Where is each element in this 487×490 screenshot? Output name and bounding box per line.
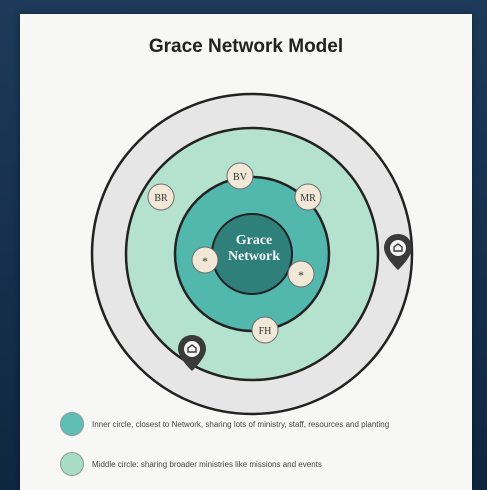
diagram-title: Grace Network Model xyxy=(148,36,344,57)
legend-text-inner: Inner circle, closest to Network, sharin… xyxy=(92,419,390,429)
node-star-right: * xyxy=(287,260,315,288)
node-mr-label: MR xyxy=(300,193,316,204)
center-label-line1: Grace xyxy=(236,233,273,248)
home-pin-icon xyxy=(178,335,206,371)
legend-swatch-inner xyxy=(60,412,84,436)
node-fh: FH xyxy=(251,316,279,344)
node-mr: MR xyxy=(294,183,322,211)
legend-item-inner: Inner circle, closest to Network, sharin… xyxy=(60,412,389,436)
diagram-card: Grace Network Model Grace Network BR BV … xyxy=(20,14,472,490)
node-fh-label: FH xyxy=(259,326,272,337)
legend-item-middle: Middle circle: sharing broader ministrie… xyxy=(60,452,322,476)
node-star-left: * xyxy=(191,246,219,274)
node-star-right-label: * xyxy=(298,268,304,282)
node-br-label: BR xyxy=(154,193,168,204)
center-label-line2: Network xyxy=(228,249,280,264)
node-bv-label: BV xyxy=(233,172,248,183)
home-pin-icon xyxy=(384,234,412,270)
node-br: BR xyxy=(147,183,175,211)
network-diagram: Grace Network BR BV MR * * FH xyxy=(90,92,414,416)
node-star-left-label: * xyxy=(202,254,208,268)
legend-swatch-middle xyxy=(60,452,84,476)
legend-text-middle: Middle circle: sharing broader ministrie… xyxy=(92,459,322,469)
node-bv: BV xyxy=(226,162,254,190)
